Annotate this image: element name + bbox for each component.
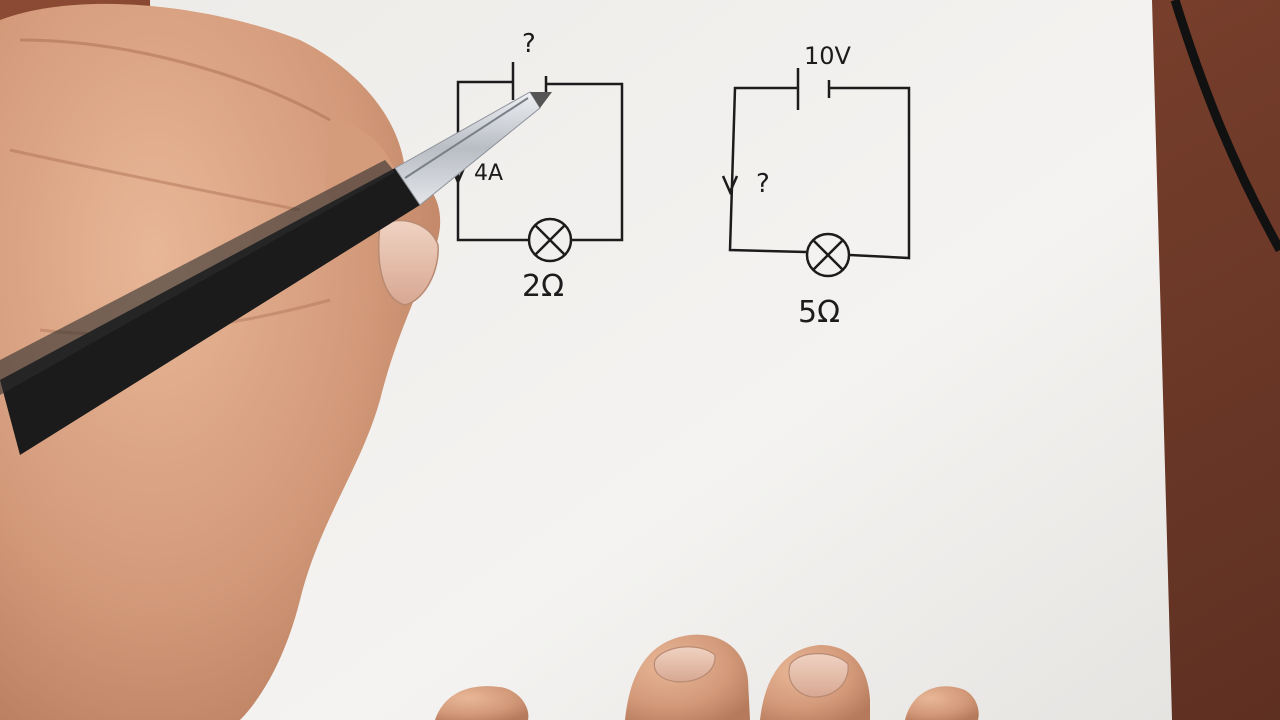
wire-right	[728, 86, 911, 260]
current-label-right: ?	[756, 169, 770, 199]
resistance-label-right: 5Ω	[798, 295, 840, 330]
current-label-middle: 4A	[474, 161, 503, 186]
fingers-bottom	[435, 634, 979, 720]
hand-left	[0, 3, 441, 720]
arrow-down-icon	[721, 175, 739, 196]
lamp-icon	[805, 232, 851, 278]
pen	[0, 91, 552, 455]
voltage-label-middle: ?	[522, 29, 536, 59]
circuit-right: 10V ? 5Ω	[721, 42, 911, 330]
lamp-icon	[527, 217, 573, 263]
resistance-label-middle: 2Ω	[522, 269, 564, 304]
cable	[1170, 0, 1280, 253]
circuit-middle: ? 4A 2Ω	[450, 29, 624, 304]
voltage-label-right: 10V	[804, 42, 852, 70]
